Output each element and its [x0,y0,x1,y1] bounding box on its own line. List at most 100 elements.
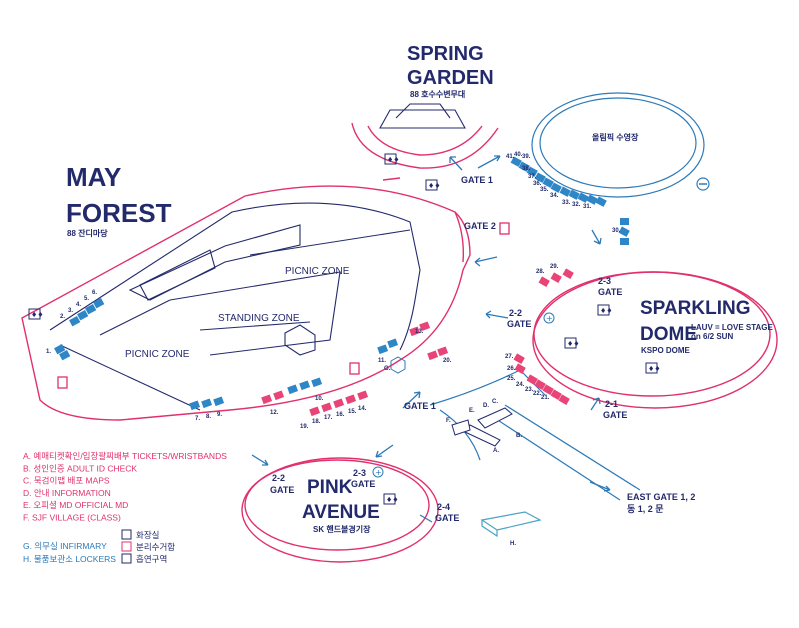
booth-block[interactable] [409,326,421,337]
picnic-zone-lower: PICNIC ZONE [125,349,190,360]
booth-block[interactable] [321,402,333,413]
booth-block[interactable] [59,350,71,361]
east-gate-ko: 동 1, 2 문 [627,504,664,514]
booth-block[interactable] [542,384,554,395]
booth-block[interactable] [345,394,357,405]
booth-block[interactable] [618,226,630,237]
svg-text:♦♦: ♦♦ [567,340,580,348]
booth-block[interactable] [595,196,607,207]
booth-number: 37. [528,174,537,180]
booth-block[interactable] [377,344,389,355]
booth-block[interactable] [526,374,538,385]
gate-1-top: GATE 1 [461,175,493,185]
booth-block[interactable] [514,363,526,374]
booth-block[interactable] [201,398,213,409]
booth-number: 19. [300,424,309,430]
sparkling-dome-stage-1: LAUV = LOVE STAGE [691,323,774,332]
pool-label: 올림픽 수영장 [592,132,639,142]
booth-block[interactable] [568,189,580,200]
legend-item: G. 의무실 INFIRMARY [23,541,107,551]
may-forest-area[interactable] [21,185,471,421]
booth-block[interactable] [357,390,369,401]
booth-number: 13. [415,329,424,335]
booth-block[interactable] [562,268,574,279]
recycle-bin-icon [499,222,510,235]
booth-number: 31. [583,204,592,210]
booth-number: 3. [68,308,73,314]
booth-block[interactable] [261,394,273,405]
booth-block[interactable] [542,177,554,188]
legend-icon-label: 분리수거함 [136,542,175,552]
booth-number: 18. [312,419,321,425]
booth-number: 25. [507,376,516,382]
smoking-area-icon [121,553,132,564]
booth-block[interactable] [550,389,562,400]
booth-block[interactable] [273,390,285,401]
pink-avenue-title-2: AVENUE [302,502,380,523]
booth-number: 34. [550,193,559,199]
facility-letter: G. [384,366,391,372]
may-forest-subtitle: 88 잔디마당 [67,228,108,238]
spring-garden-title-1: SPRING [407,43,484,65]
booth-block[interactable] [538,276,550,287]
booth-number: 23. [525,387,534,393]
booth-block[interactable] [550,182,562,193]
booth-block[interactable] [586,194,598,205]
booth-block[interactable] [213,396,225,407]
booth-number: 9. [217,412,222,418]
infirmary-icon [390,356,406,374]
booth-blocks [54,156,630,417]
spring-garden-subtitle: 88 호수수변무대 [410,89,465,99]
booth-block[interactable] [550,272,562,283]
booth-block[interactable] [93,298,105,309]
gate-2-2-right-num: 2-2 [509,308,522,318]
booth-block[interactable] [419,321,431,332]
booth-number-labels: 41.40.39.38.37.36.35.34.33.32.31.30.1.2.… [46,152,621,547]
booth-block[interactable] [287,384,299,395]
booth-block[interactable] [299,380,311,391]
facility-letter: D. [483,403,489,409]
booth-number: 33. [562,200,571,206]
sparkling-dome-area[interactable] [532,271,778,409]
booth-block[interactable] [534,379,546,390]
booth-block[interactable] [510,156,522,167]
booth-number: 29. [550,264,559,270]
pink-avenue-area[interactable] [241,457,439,563]
sparkling-dome-title-1: SPARKLING [640,298,750,319]
spring-garden-area[interactable] [351,103,499,181]
legend-item: C. 묵검이맵 배포 MAPS [23,476,110,486]
facility-letter: A. [493,448,499,454]
booth-block[interactable] [558,394,570,405]
booth-block[interactable] [85,304,97,315]
facility-letter: C. [492,399,498,405]
booth-block[interactable] [518,161,530,172]
booth-block[interactable] [333,398,345,409]
gate-2-2-right-label: GATE [507,319,531,329]
booth-block[interactable] [620,218,629,225]
gate-2-1-label: GATE [603,410,627,420]
svg-text:+: + [375,468,382,477]
booth-block[interactable] [427,350,439,361]
booth-block[interactable] [77,310,89,321]
booth-number: 16. [336,412,345,418]
booth-number: 4. [76,302,81,308]
booth-block[interactable] [54,344,66,355]
booth-block[interactable] [526,166,538,177]
sparkling-dome-title-2: DOME [640,324,697,345]
gate-2-1-num: 2-1 [605,399,618,409]
booth-block[interactable] [309,406,321,417]
booth-block[interactable] [311,377,323,388]
booth-block[interactable] [387,338,399,349]
booth-block[interactable] [559,186,571,197]
legend-item: E. 오피셜 MD OFFICIAL MD [23,500,128,510]
booth-block[interactable] [534,172,546,183]
pool-area[interactable] [531,92,705,198]
booth-block[interactable] [577,192,589,203]
booth-block[interactable] [189,400,201,411]
booth-block[interactable] [620,238,629,245]
booth-block[interactable] [69,316,81,327]
booth-block[interactable] [437,346,449,357]
booth-block[interactable] [513,353,525,364]
picnic-zone-upper: PICNIC ZONE [285,266,350,277]
